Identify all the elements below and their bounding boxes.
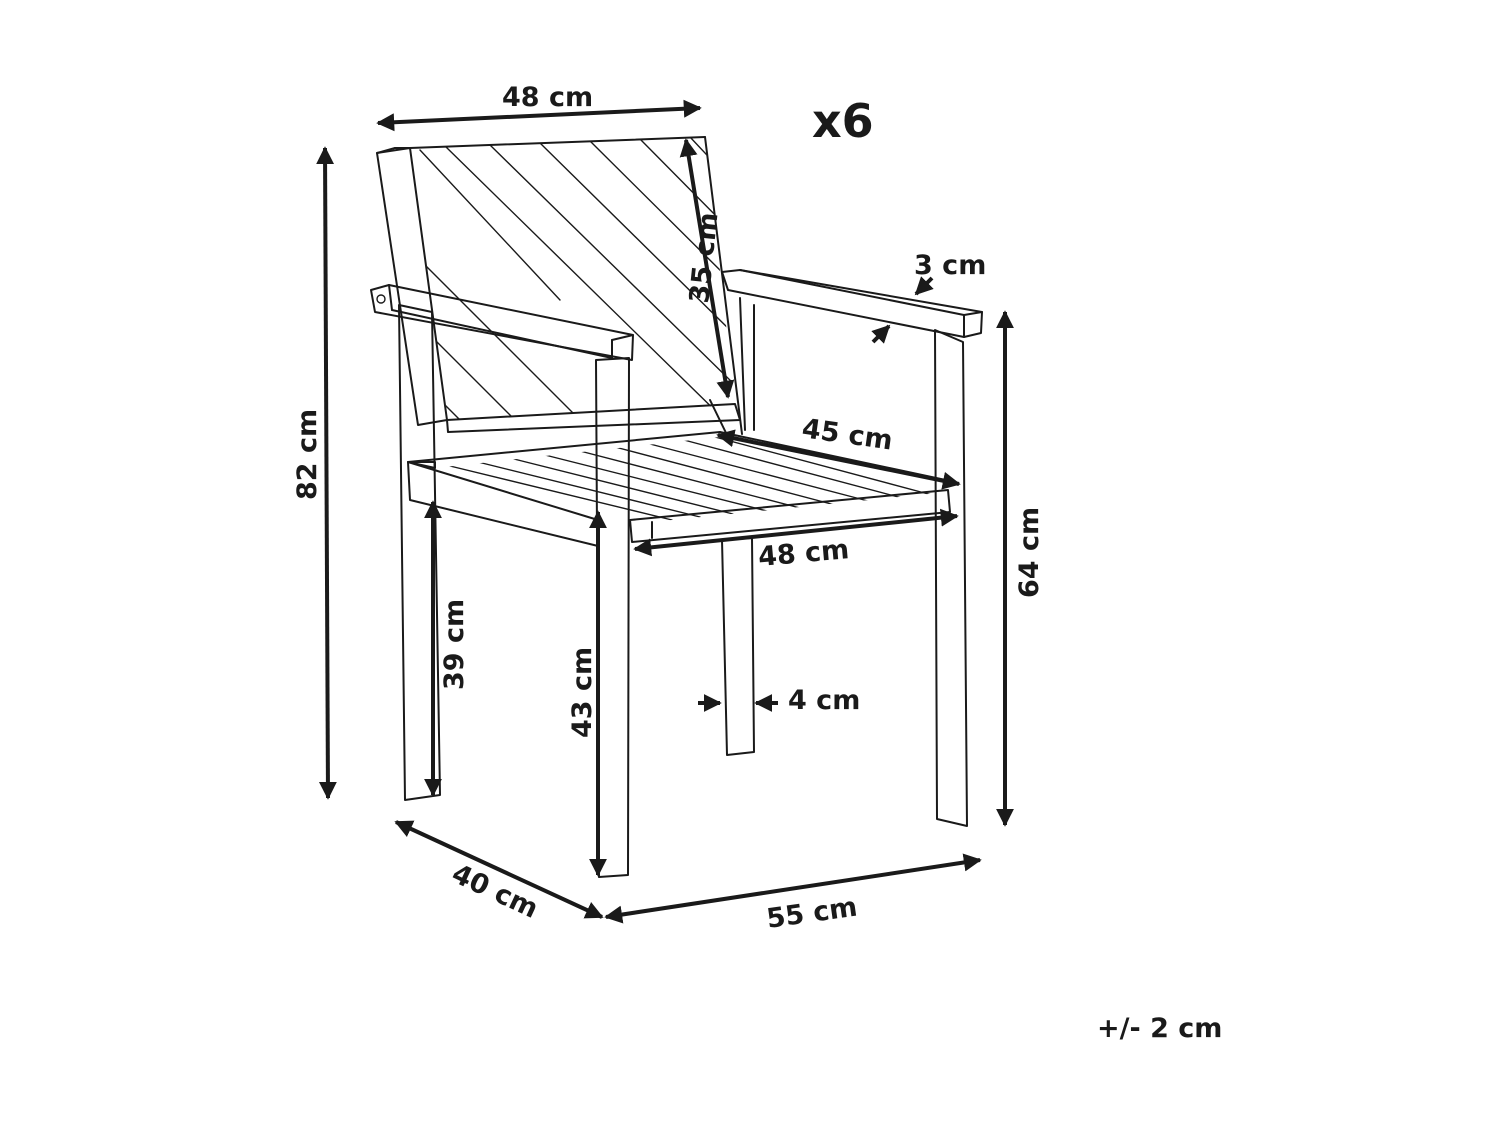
total-height-arrow (316, 146, 337, 800)
seat-width-label: 48 cm (757, 534, 850, 573)
backrest-width-arrow (376, 99, 702, 132)
armrest-height-label: 64 cm (1014, 507, 1045, 598)
back-right-leg (721, 297, 755, 756)
leg-clearance-label: 39 cm (439, 599, 470, 690)
backrest-height-arrow (679, 138, 735, 399)
armrest-thickness-arrow-bottom (871, 324, 891, 344)
seat-depth-arrow (716, 429, 961, 490)
seat-depth-label: 45 cm (800, 413, 895, 456)
width-arrow (604, 853, 982, 924)
backrest-width-label: 48 cm (502, 82, 593, 113)
tolerance-label: +/- 2 cm (1097, 1013, 1222, 1044)
backrest-height-label: 35 cm (684, 211, 724, 305)
left-armrest (370, 284, 634, 361)
chair-illustration (370, 136, 983, 878)
seat-height-label: 43 cm (567, 647, 598, 738)
front-left-leg (595, 357, 630, 878)
dimension-lines (316, 99, 1014, 924)
width-label: 55 cm (765, 892, 860, 935)
armrest-thickness-arrow-top (914, 276, 934, 296)
armrest-thickness-label: 3 cm (914, 250, 986, 281)
front-right-leg (934, 329, 968, 827)
quantity-label: x6 (812, 94, 874, 148)
leg-width-label: 4 cm (788, 685, 860, 716)
depth-arrow (394, 820, 604, 919)
seat-width-arrow (633, 508, 959, 557)
total-height-label: 82 cm (292, 409, 323, 500)
